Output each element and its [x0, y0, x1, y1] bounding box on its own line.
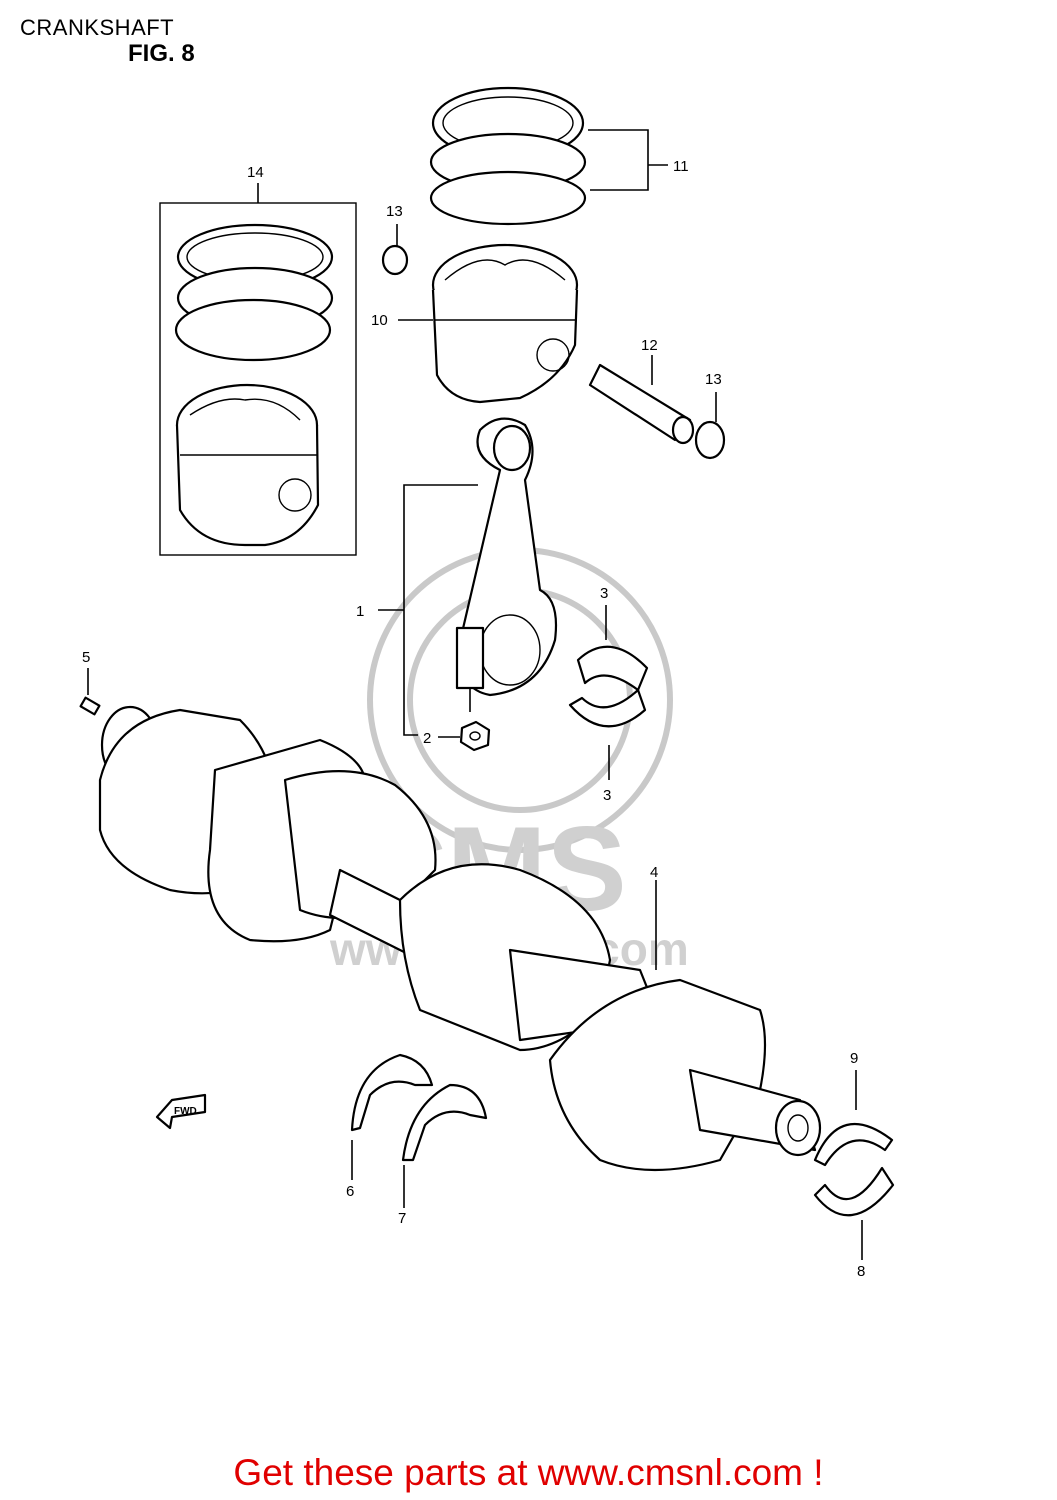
callout-13-right: 13 [705, 371, 722, 388]
circlips [381, 224, 726, 460]
callout-11: 11 [673, 158, 689, 175]
callout-8: 8 [857, 1263, 865, 1280]
callout-3-bottom: 3 [603, 787, 611, 804]
callout-6: 6 [346, 1183, 354, 1200]
fwd-arrow-icon: FWD [155, 1093, 207, 1130]
rod-bearings [568, 605, 649, 780]
crankshaft [98, 705, 822, 1172]
fwd-label: FWD [174, 1106, 197, 1117]
shop-link-banner[interactable]: Get these parts at www.cmsnl.com ! [233, 1452, 824, 1493]
callout-4: 4 [650, 864, 658, 881]
piston [398, 243, 579, 404]
callout-1: 1 [356, 603, 364, 620]
piston-pin [588, 355, 695, 445]
callout-14: 14 [247, 164, 264, 181]
callout-5: 5 [82, 649, 90, 666]
dowel-pin [79, 668, 101, 716]
rod-nut [438, 720, 491, 752]
callout-9: 9 [850, 1050, 858, 1067]
callout-12: 12 [641, 337, 658, 354]
page-title: CRANKSHAFT [20, 15, 175, 40]
main-bearings [813, 1070, 895, 1260]
callout-3-top: 3 [600, 585, 608, 602]
callout-labels: 1 2 3 3 4 5 6 7 8 9 10 11 12 13 13 14 [82, 158, 865, 1280]
connecting-rod [378, 417, 558, 736]
piston-set-box [159, 183, 357, 556]
callout-13-left: 13 [386, 203, 403, 220]
callout-10: 10 [371, 312, 388, 329]
piston-rings [429, 86, 668, 226]
thrust-bearings [350, 1053, 488, 1208]
callout-2: 2 [423, 730, 431, 747]
figure-number: FIG. 8 [128, 40, 195, 67]
callout-7: 7 [398, 1210, 406, 1227]
